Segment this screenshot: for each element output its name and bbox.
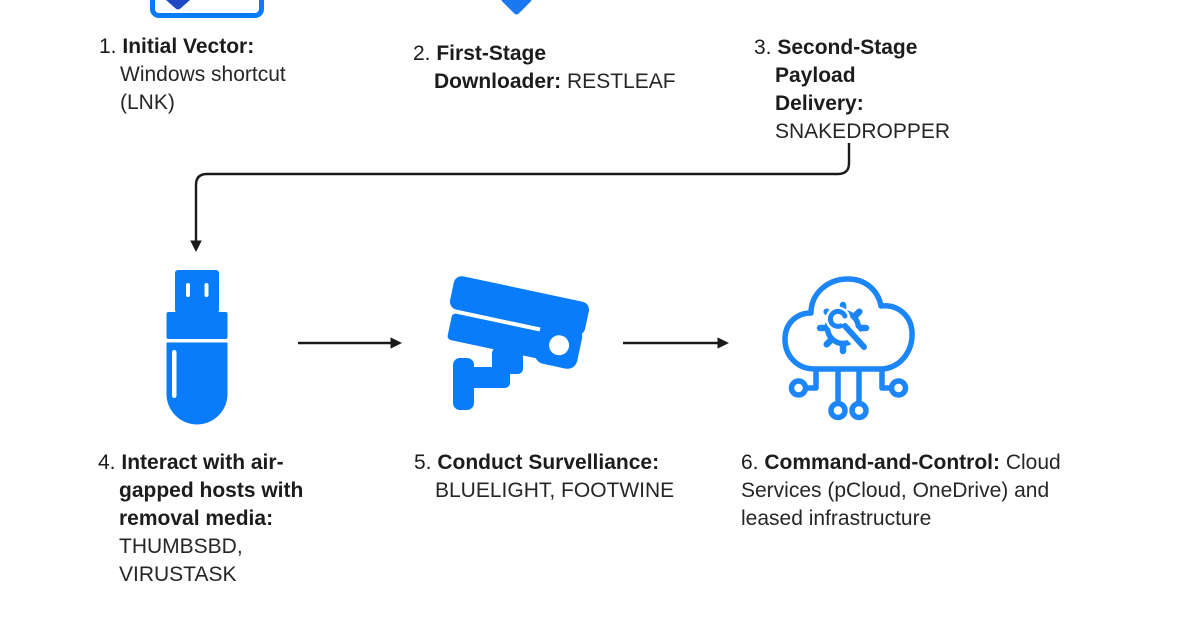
- step-number: 2.: [413, 42, 431, 65]
- gear-icon: [816, 301, 870, 355]
- cloud-outline: [782, 276, 915, 372]
- step-title: Command-and-Control:: [764, 451, 1000, 474]
- step-detail: BLUELIGHT, FOOTWINE: [435, 479, 675, 502]
- step-number: 6.: [741, 451, 759, 474]
- step-detail: RESTLEAF: [567, 70, 676, 93]
- step-number: 4.: [98, 451, 116, 474]
- step-number: 5.: [414, 451, 432, 474]
- cctv-camera-icon: [447, 276, 589, 410]
- wrench-icon: [825, 306, 875, 358]
- step-title: Interact with air- gapped hosts with rem…: [119, 451, 304, 530]
- step-2-first-stage-downloader: 2. First-Stage Downloader: RESTLEAF: [413, 40, 686, 96]
- step-number: 3.: [754, 36, 772, 59]
- shortcut-arrow-icon: [166, 0, 190, 10]
- elbow-arrowhead: [190, 240, 202, 252]
- elbow-arrow-step3-to-step4: [194, 143, 851, 241]
- step-detail: Windows shortcut (LNK): [120, 63, 286, 114]
- step-title: Second-Stage Payload Delivery:: [775, 36, 918, 115]
- usb-drive-icon: [166, 270, 228, 425]
- step-3-second-stage-payload: 3. Second-Stage Payload Delivery: SNAKED…: [754, 34, 990, 146]
- step-4-air-gapped-hosts: 4. Interact with air- gapped hosts with …: [98, 449, 319, 589]
- step-1-initial-vector: 1. Initial Vector: Windows shortcut (LNK…: [99, 33, 310, 117]
- step-6-command-and-control: 6. Command-and-Control: Cloud Services (…: [741, 449, 1073, 533]
- step-number: 1.: [99, 35, 117, 58]
- download-arrow-icon: [500, 0, 533, 16]
- cloud-tools-icon: [782, 276, 915, 421]
- step-detail: THUMBSBD, VIRUSTASK: [119, 535, 243, 586]
- step-title: Conduct Survelliance:: [437, 451, 660, 474]
- step-5-conduct-surveillance: 5. Conduct Survelliance: BLUELIGHT, FOOT…: [414, 449, 680, 505]
- step-title: Initial Vector:: [122, 35, 255, 58]
- arrowhead-1: [390, 337, 402, 349]
- step-detail: Cloud Services (pCloud, OneDrive) and le…: [741, 451, 1061, 530]
- step-title: First-Stage Downloader:: [434, 42, 562, 93]
- step-detail: SNAKEDROPPER: [775, 120, 951, 143]
- arrowhead-2: [717, 337, 729, 349]
- network-legs: [803, 366, 894, 406]
